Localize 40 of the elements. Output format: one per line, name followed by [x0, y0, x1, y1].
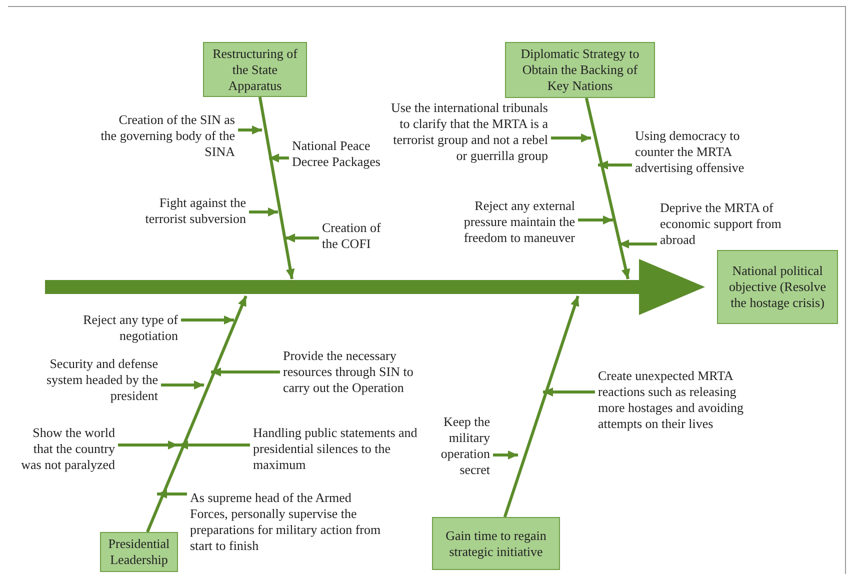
cause-text: Fight against the terrorist subversion: [118, 195, 246, 227]
category-box: Presidential Leadership: [100, 532, 178, 572]
arrow: [619, 240, 657, 248]
category-box: Restructuring of the State Apparatus: [203, 42, 307, 97]
cause-text: Security and defense system headed by the president: [30, 356, 158, 404]
cause-text: Provide the necessary resources through SIN to carry out the Operation: [283, 348, 438, 396]
cause-text: Creation of the SIN as the governing body of the SINA: [100, 112, 235, 160]
arrow: [157, 490, 187, 498]
spine-arrow: [45, 259, 705, 315]
arrow: [161, 380, 204, 390]
arrow: [118, 440, 178, 450]
cause-text: Deprive the MRTA of economic support from abroad: [660, 200, 785, 248]
category-box: National political objective (Resolve the hostage crisis): [717, 250, 838, 324]
arrow: [543, 388, 595, 396]
arrow: [258, 96, 295, 280]
cause-text: Creation of the COFI: [322, 220, 397, 252]
cause-text: Reject any external pressure maintain the freedom to maneuver: [435, 198, 575, 246]
arrow: [285, 234, 319, 242]
arrow: [181, 316, 234, 324]
arrow: [578, 216, 613, 224]
arrow: [269, 154, 289, 162]
arrow: [249, 208, 278, 216]
arrow: [551, 134, 591, 142]
arrow: [211, 368, 280, 376]
cause-text: Create unexpected MRTA reactions such as releasing more hostages and avoiding attempts on their lives: [598, 368, 748, 432]
cause-text: National Peace Decree Packages: [292, 138, 392, 170]
arrow: [493, 450, 518, 460]
arrow: [598, 160, 632, 170]
category-box: Diplomatic Strategy to Obtain the Backing of Key Nations: [505, 42, 655, 98]
cause-text: Use the international tribunals to clarify that the MRTA is a terrorist group and not a rebel or guerrilla group: [390, 100, 548, 164]
arrow: [178, 440, 250, 450]
cause-text: As supreme head of the Armed Forces, personally supervise the preparations for military action from start to finish: [190, 490, 385, 554]
arrow: [503, 296, 580, 518]
category-box: Gain time to regain strategic initiative: [432, 517, 560, 570]
arrow: [146, 295, 248, 533]
cause-text: Show the world that the country was not paralyzed: [10, 425, 115, 473]
cause-text: Reject any type of negotiation: [80, 312, 178, 344]
arrow: [238, 126, 262, 134]
arrow: [584, 98, 630, 280]
cause-text: Using democracy to counter the MRTA advertising offensive: [635, 128, 775, 176]
